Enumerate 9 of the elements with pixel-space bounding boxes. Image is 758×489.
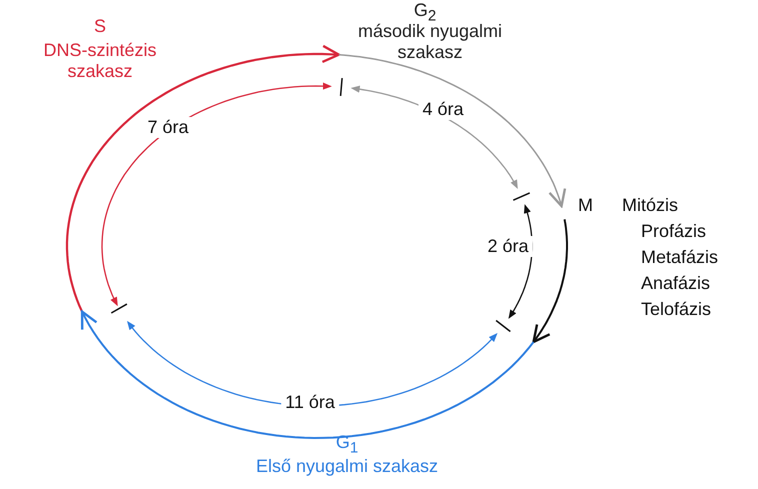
phase-description: Első nyugalmi szakasz	[254, 456, 440, 477]
stage-name: Metafázis	[641, 247, 718, 268]
stage-name: Telofázis	[641, 299, 712, 320]
phase-name: M	[578, 195, 593, 216]
stage-name: Anafázis	[641, 273, 710, 294]
phase-name: S	[92, 16, 107, 37]
phase-description: DNS-szintézis szakasz	[42, 40, 158, 82]
stage-list-heading: Mitózis	[622, 195, 678, 216]
stage-name: Profázis	[641, 221, 706, 242]
